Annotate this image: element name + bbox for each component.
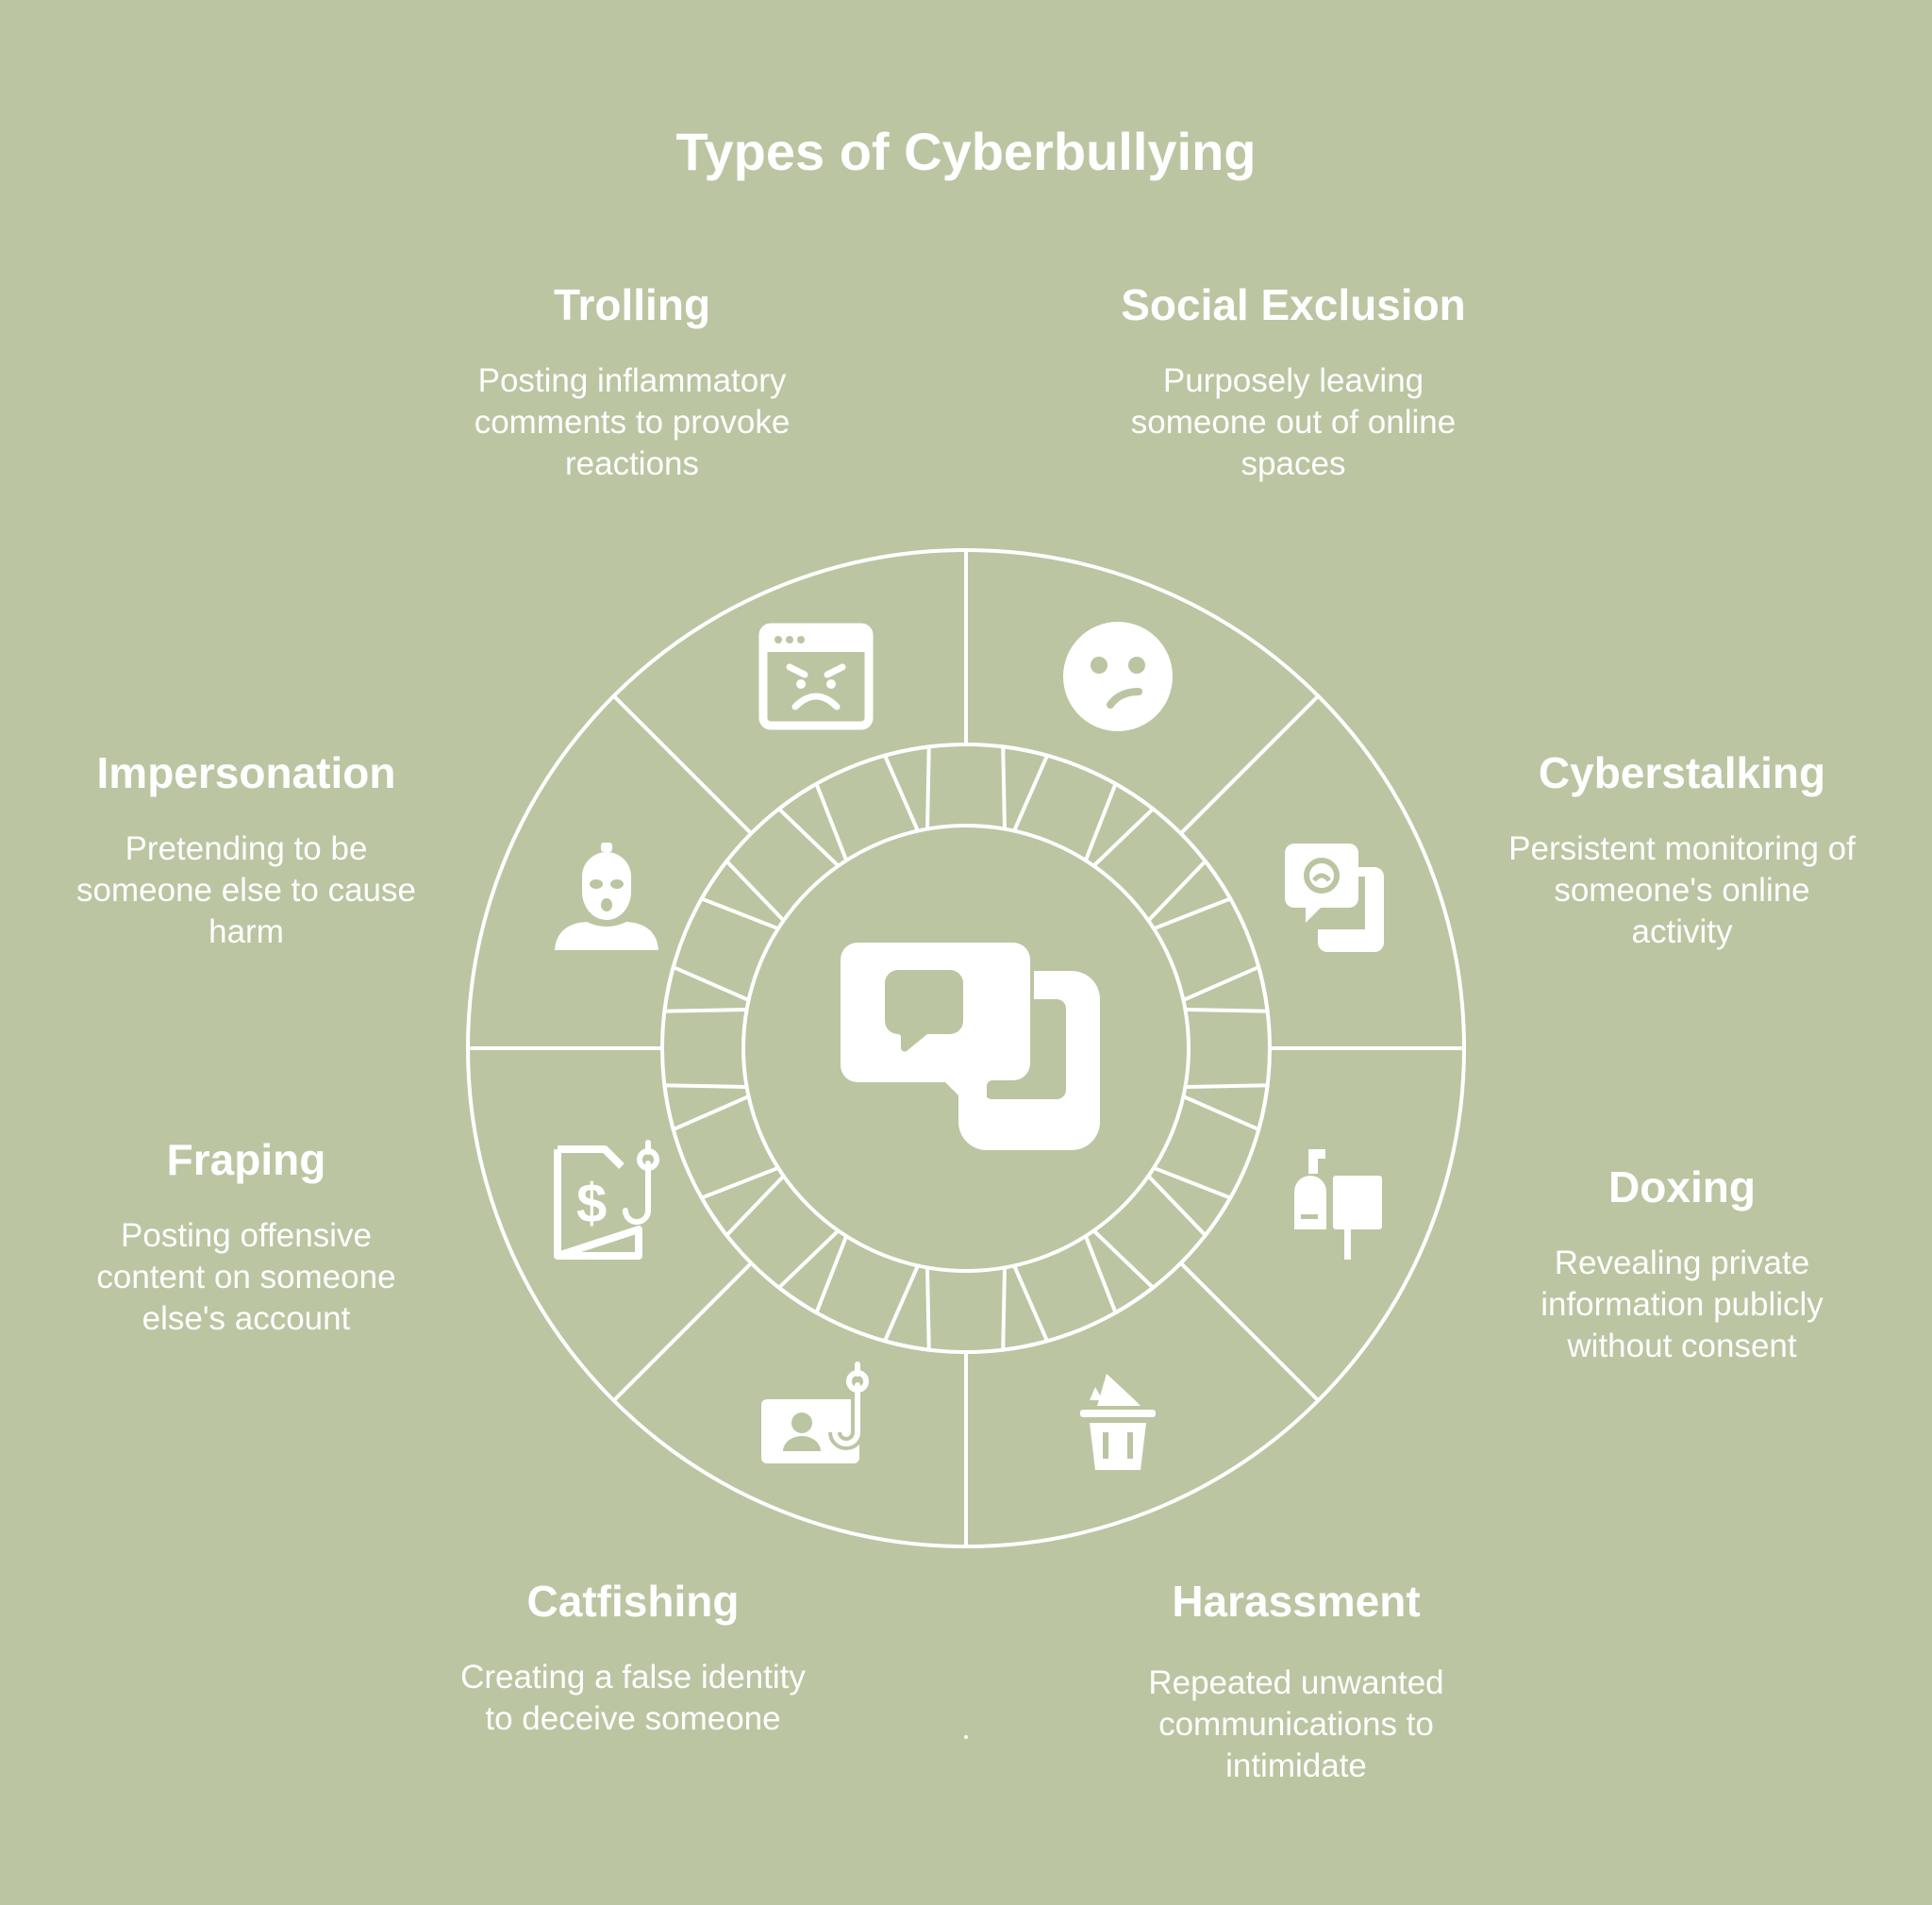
id-card-hook-icon	[761, 1362, 869, 1463]
chat-devices-icon	[841, 943, 1100, 1150]
item-heading: Social Exclusion	[1121, 280, 1466, 329]
item-heading: Trolling	[553, 280, 711, 329]
description-line: Creating a false identity	[460, 1659, 806, 1696]
segment-divider	[612, 694, 753, 835]
description-line: Persistent monitoring of	[1508, 830, 1856, 867]
document-dollar-hook-icon: $	[554, 1140, 659, 1260]
watching-chat-phone-icon	[1285, 844, 1384, 952]
description-line: to deceive someone	[485, 1700, 781, 1737]
description-line: without consent	[1567, 1328, 1797, 1364]
description-line: content on someone	[96, 1259, 396, 1295]
description-line: Revealing private	[1554, 1245, 1810, 1281]
item-heading: Catfishing	[526, 1577, 740, 1626]
description-line: intimidate	[1225, 1747, 1367, 1784]
item-description: Purposely leaving someone out of online sp…	[1048, 360, 1539, 485]
description-line: communications to	[1158, 1706, 1434, 1743]
trash-bin-icon	[1080, 1374, 1156, 1470]
description-line: reactions	[564, 445, 700, 482]
gear-tooth	[660, 964, 750, 1132]
item-description: Repeated unwanted communications to intimi…	[1051, 1663, 1541, 1787]
page-title: Types of Cyberbullying	[675, 122, 1257, 181]
item-description: Pretending to be someone else to cause har…	[1, 828, 491, 953]
gear-tooth	[882, 743, 1050, 832]
item-description: Revealing private information publicly wit…	[1437, 1243, 1927, 1367]
item-description: Creating a false identity to deceive some…	[388, 1657, 878, 1740]
description-line: someone's online	[1554, 872, 1810, 909]
description-line: someone else to cause	[76, 872, 416, 909]
description-line: Posting inflammatory	[477, 362, 787, 399]
description-line: spaces	[1241, 445, 1346, 482]
mailbox-icon	[1294, 1149, 1382, 1260]
description-line: comments to provoke	[474, 404, 791, 441]
description-line: harm	[208, 913, 284, 950]
dollar-sign: $	[576, 1173, 607, 1234]
masked-person-icon	[555, 843, 658, 950]
description-line: information publicly	[1541, 1286, 1824, 1323]
item-description: Posting offensive content on someone else'…	[1, 1215, 491, 1340]
item-description: Posting inflammatory comments to provoke r…	[387, 360, 877, 485]
segment-divider	[1179, 694, 1320, 835]
item-heading: Impersonation	[96, 748, 396, 797]
gear-tooth	[882, 1264, 1050, 1355]
description-line: else's account	[142, 1300, 351, 1337]
gear-tooth	[1182, 964, 1273, 1132]
description-line: Posting offensive	[121, 1217, 372, 1254]
item-description: Persistent monitoring of someone's online…	[1437, 828, 1927, 953]
inner-ring	[741, 824, 1191, 1273]
item-heading: Harassment	[1172, 1577, 1421, 1626]
segment-divider	[1179, 1262, 1320, 1402]
item-heading: Doxing	[1608, 1162, 1756, 1212]
description-line: Pretending to be	[125, 830, 368, 867]
confused-face-icon	[1063, 622, 1173, 731]
description-line: Repeated unwanted	[1148, 1664, 1444, 1701]
dot-mark	[964, 1735, 968, 1739]
segment-divider	[612, 1262, 753, 1402]
gear-tooth	[775, 744, 931, 868]
description-line: Purposely leaving	[1162, 362, 1424, 399]
angry-browser-icon	[758, 623, 874, 730]
description-line: activity	[1631, 913, 1733, 950]
description-line: someone out of online	[1130, 404, 1457, 441]
item-heading: Cyberstalking	[1538, 748, 1826, 797]
item-heading: Fraping	[166, 1135, 326, 1184]
